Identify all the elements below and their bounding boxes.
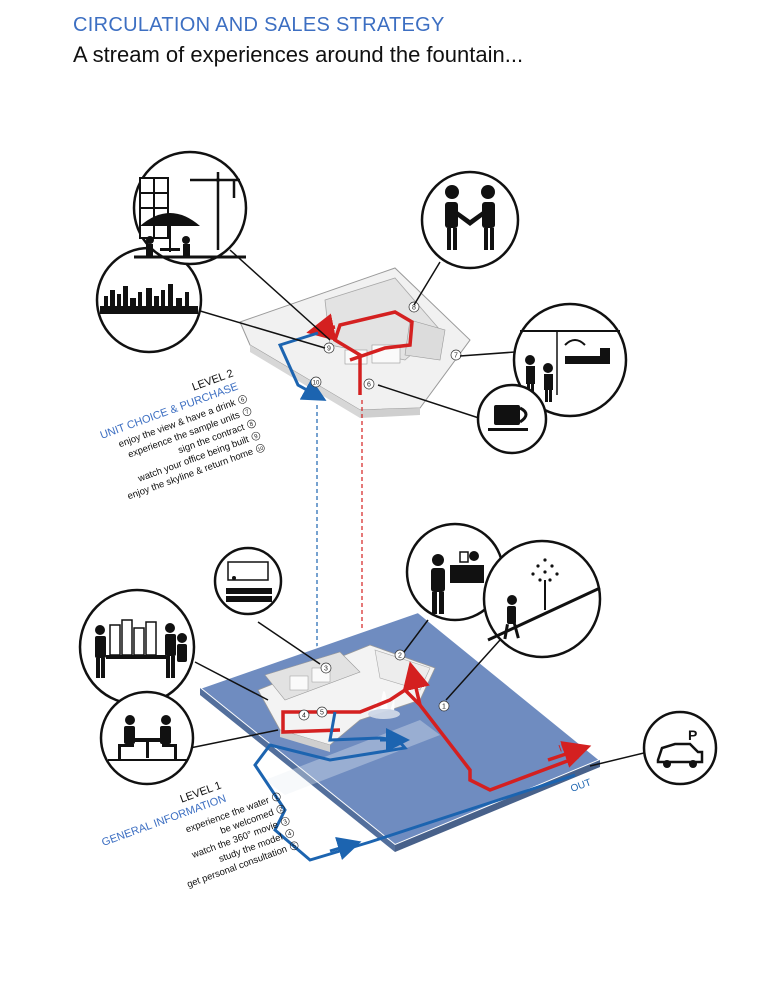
sample-units-bubble xyxy=(459,302,628,418)
marker-10: 10 xyxy=(310,376,322,388)
car-icon xyxy=(656,742,704,768)
diagram-subtitle: A stream of experiences around the fount… xyxy=(73,42,524,67)
svg-text:9: 9 xyxy=(327,346,331,353)
svg-text:3: 3 xyxy=(324,666,328,673)
handshake-icon xyxy=(445,185,495,250)
office-construction-bubble xyxy=(132,150,331,341)
marker-2: 2 xyxy=(394,649,406,661)
cinema-screen-icon xyxy=(226,561,272,602)
svg-text:6: 6 xyxy=(240,397,246,404)
consultation-bubble xyxy=(99,690,279,786)
marker-8: 8 xyxy=(408,301,420,313)
diagram-title: CIRCULATION AND SALES STRATEGY xyxy=(73,14,445,36)
svg-text:6: 6 xyxy=(367,382,371,389)
svg-text:5: 5 xyxy=(292,843,298,850)
svg-text:3: 3 xyxy=(283,819,289,826)
marker-7: 7 xyxy=(450,349,462,361)
in-label: IN xyxy=(557,741,570,755)
parking-sign: P xyxy=(688,727,697,743)
marker-3: 3 xyxy=(320,662,332,674)
water-experience-bubble xyxy=(445,539,602,701)
marker-1: 1 xyxy=(438,700,450,712)
svg-text:8: 8 xyxy=(249,421,255,428)
coffee-cup-icon xyxy=(488,405,528,431)
svg-text:7: 7 xyxy=(454,353,458,360)
level1-blue-route xyxy=(253,711,576,862)
building-grid-icon xyxy=(139,177,169,239)
model-viewers-icon xyxy=(95,619,187,678)
marker-6: 6 xyxy=(363,378,375,390)
svg-text:4: 4 xyxy=(302,713,306,720)
construction-crane-icon xyxy=(190,172,240,250)
parking-bubble: P xyxy=(589,710,718,786)
level1-red-route xyxy=(300,687,579,792)
coffee-bubble xyxy=(377,383,548,455)
svg-text:8: 8 xyxy=(412,305,416,312)
svg-text:10: 10 xyxy=(313,381,320,387)
svg-text:9: 9 xyxy=(254,433,260,440)
reception-people-icon xyxy=(431,551,484,614)
level2-blue-route xyxy=(277,331,327,401)
marker-9: 9 xyxy=(323,342,335,354)
meeting-table-icon xyxy=(108,715,188,761)
showroom-people-icon xyxy=(520,330,620,402)
level2-legend: LEVEL 2 UNIT CHOICE & PURCHASE enjoy the… xyxy=(99,368,265,502)
out-label: OUT xyxy=(569,777,593,795)
welcome-desk-bubble xyxy=(403,522,505,653)
svg-text:4: 4 xyxy=(287,831,293,838)
svg-text:10: 10 xyxy=(257,445,264,453)
marker-4: 4 xyxy=(298,709,310,721)
svg-text:1: 1 xyxy=(442,704,446,711)
level2-red-route xyxy=(332,310,414,395)
movie-360-bubble xyxy=(213,546,321,665)
svg-text:1: 1 xyxy=(274,794,280,801)
fountain-icon xyxy=(368,691,400,719)
fountain-person-icon xyxy=(487,558,601,642)
skyline-icon xyxy=(100,284,198,314)
marker-5: 5 xyxy=(316,706,328,718)
svg-text:7: 7 xyxy=(245,409,251,416)
umbrella-cafe-icon xyxy=(140,213,200,256)
svg-text:2: 2 xyxy=(398,653,402,660)
model-study-bubble xyxy=(78,588,269,706)
skyline-bubble xyxy=(95,246,326,354)
svg-text:2: 2 xyxy=(279,806,285,813)
svg-text:5: 5 xyxy=(320,710,324,717)
contract-handshake-bubble xyxy=(413,170,520,306)
